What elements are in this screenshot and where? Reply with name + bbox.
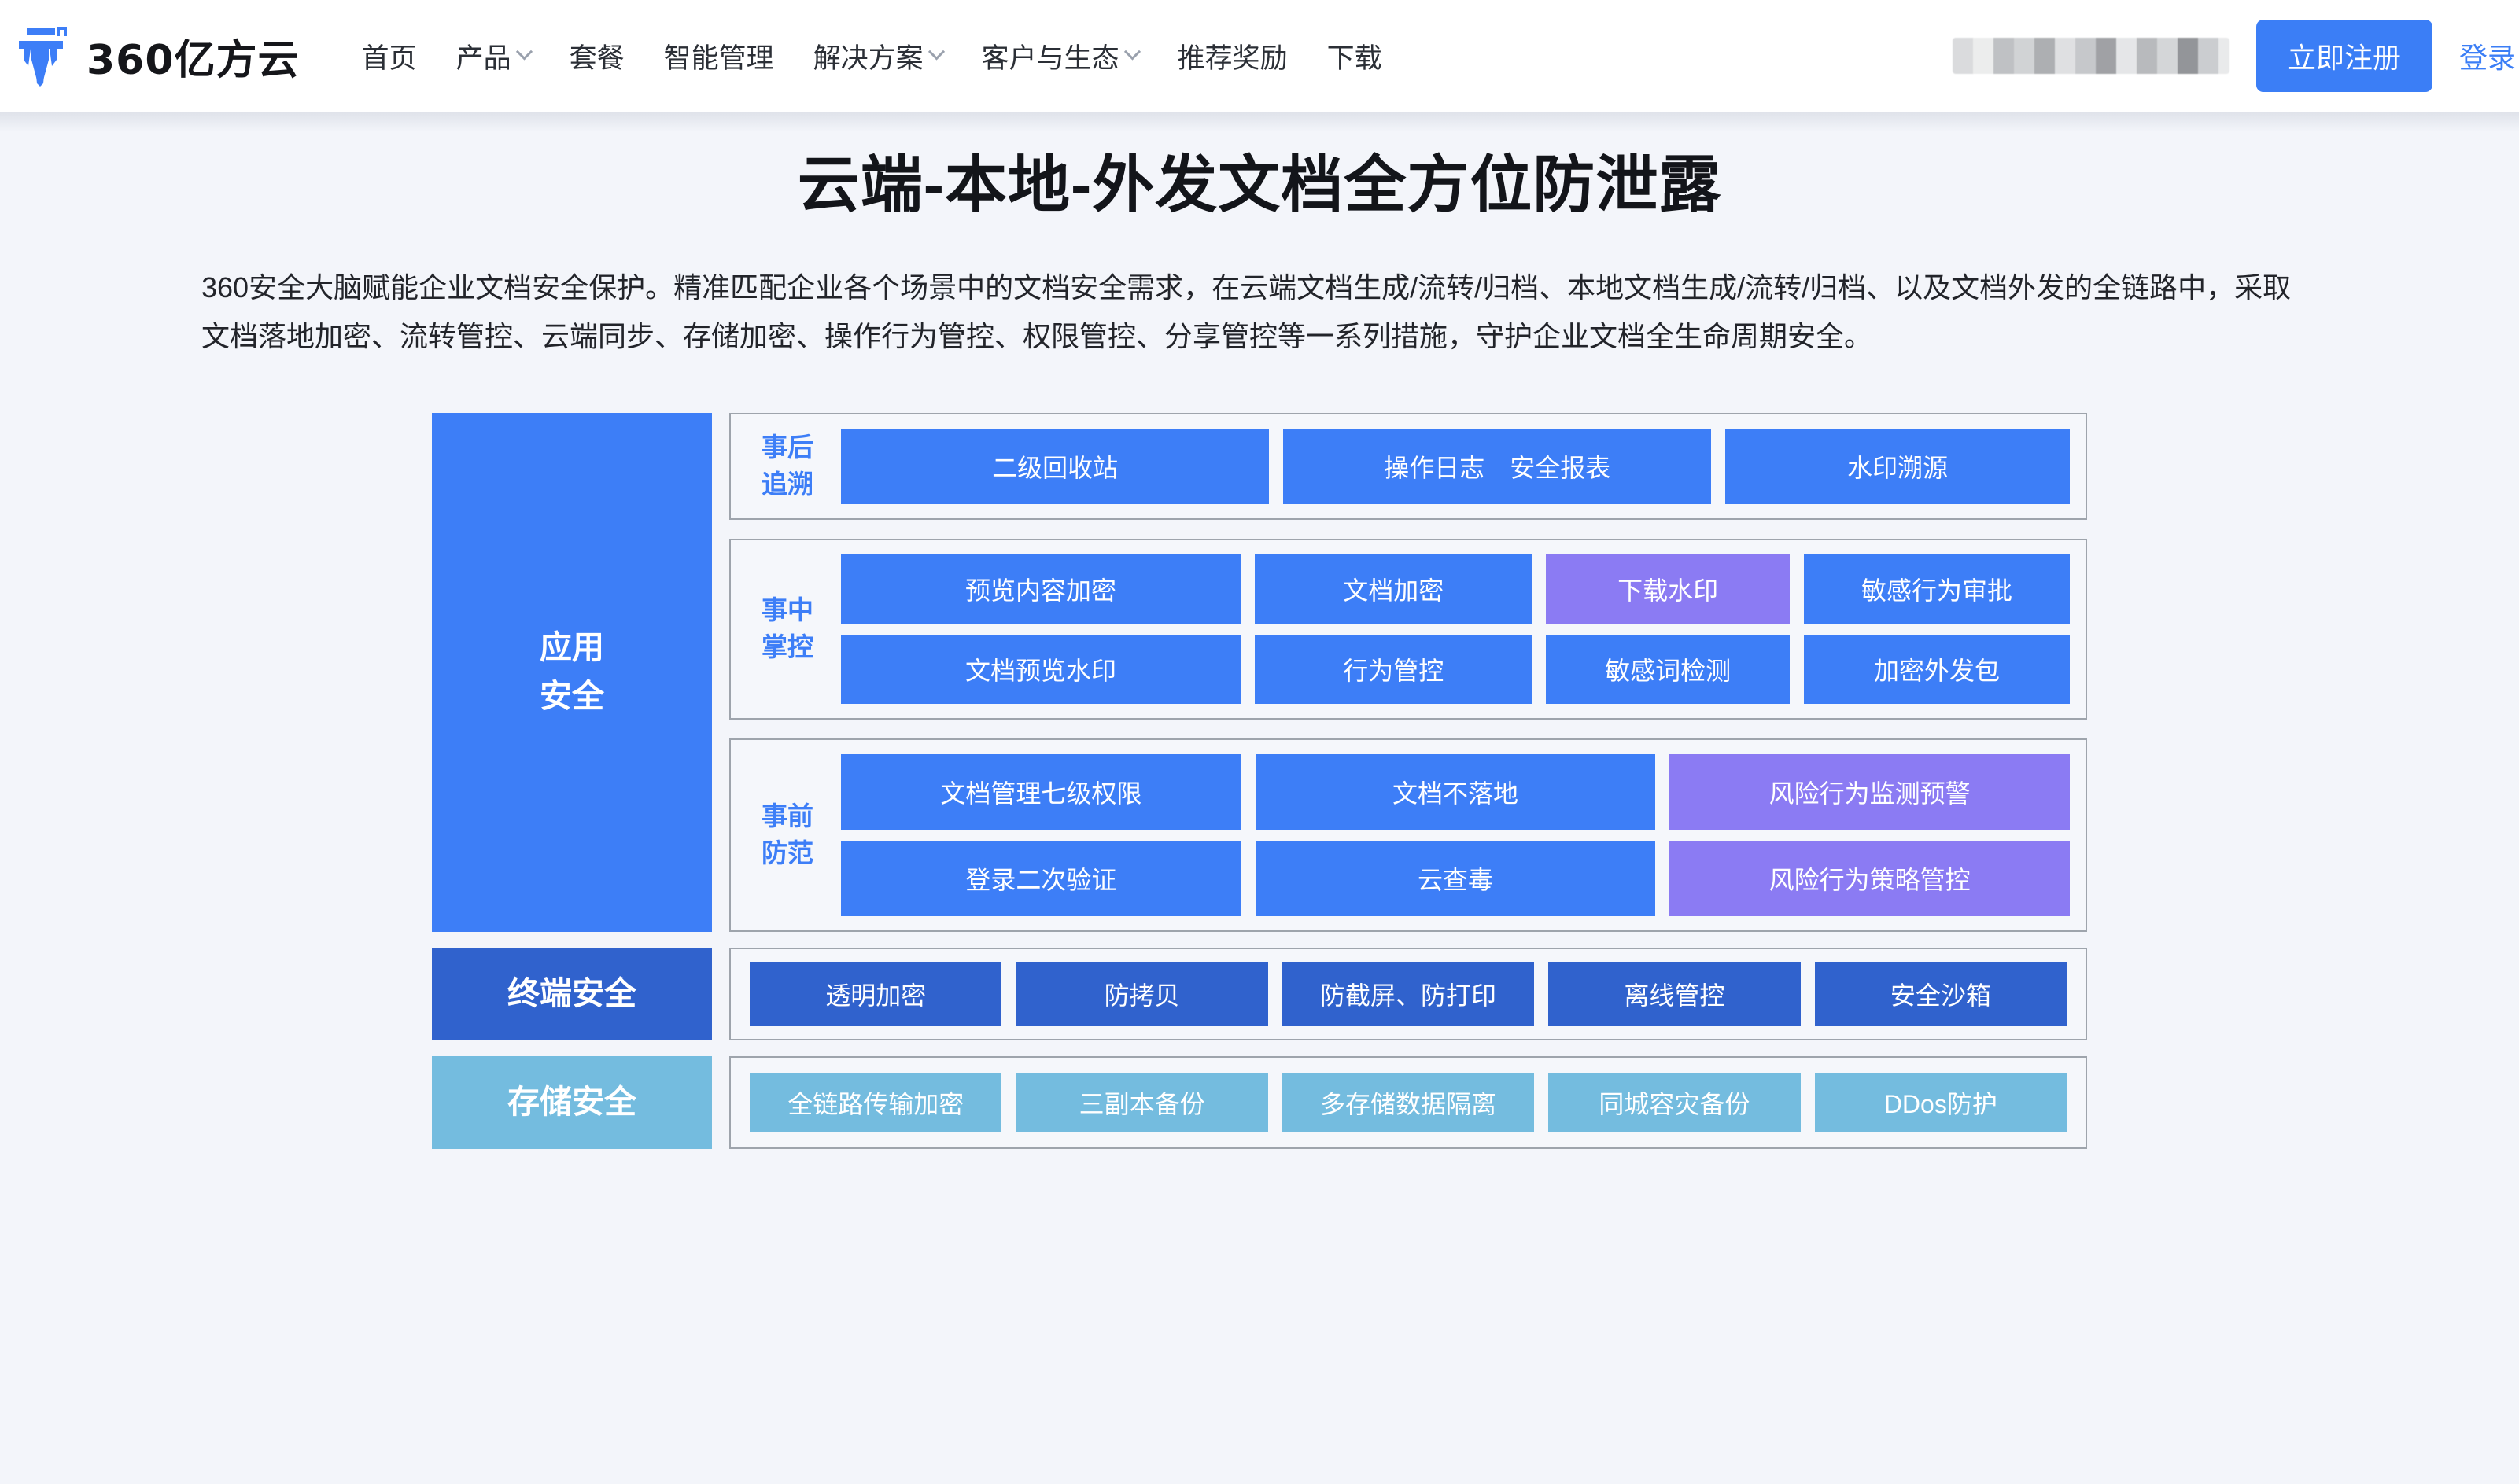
hero-section: 云端-本地-外发文档全方位防泄露 360安全大脑赋能企业文档安全保护。精准匹配企… xyxy=(0,112,2519,361)
hero-description: 360安全大脑赋能企业文档安全保护。精准匹配企业各个场景中的文档安全需求，在云端… xyxy=(201,271,2292,352)
redacted-account-info xyxy=(1952,38,2229,74)
feature-cell-preview-content-encryption[interactable]: 预览内容加密 xyxy=(841,554,1241,624)
band-label-terminal-security: 终端安全 xyxy=(432,947,712,1040)
group-label-line1: 事后 xyxy=(762,433,813,462)
nav-label: 解决方案 xyxy=(813,42,924,74)
feature-cell-sensitive-word-detection[interactable]: 敏感词检测 xyxy=(1546,634,1790,704)
feature-cell-risk-behavior-monitoring-alert[interactable]: 风险行为监测预警 xyxy=(1669,753,2071,830)
group-label-line1: 事中 xyxy=(762,595,813,625)
chevron-down-icon xyxy=(1123,42,1141,60)
chevron-down-icon xyxy=(515,42,533,60)
feature-cell-ddos-protection[interactable]: DDos防护 xyxy=(1814,1072,2067,1132)
band-label-storage-security: 存储安全 xyxy=(432,1055,712,1149)
main-nav: 首页 产品 套餐 智能管理 解决方案 客户与生态 推荐奖励 下载 xyxy=(342,36,1402,76)
chevron-down-icon xyxy=(928,42,945,60)
feature-cell-recycle-bin[interactable]: 二级回收站 xyxy=(841,428,1270,504)
feature-cell-same-city-disaster-backup[interactable]: 同城容灾备份 xyxy=(1548,1072,1801,1132)
feature-cell-operation-log-security-report[interactable]: 操作日志 安全报表 xyxy=(1283,428,1712,504)
feature-cell-encrypted-outbound-package[interactable]: 加密外发包 xyxy=(1803,634,2070,704)
nav-item-plans[interactable]: 套餐 xyxy=(550,36,644,76)
group-rows: 文档管理七级权限 文档不落地 风险行为监测预警 登录二次验证 云查毒 风险行为策… xyxy=(841,753,2071,916)
group-pre-incident-prevention: 事前 防范 文档管理七级权限 文档不落地 风险行为监测预警 登录二次验证 云查毒… xyxy=(729,738,2087,932)
band-label-application-security: 应用 安全 xyxy=(432,412,712,932)
feature-cell-offline-control[interactable]: 离线管控 xyxy=(1548,961,1801,1026)
nav-label: 首页 xyxy=(361,42,417,74)
nav-label: 推荐奖励 xyxy=(1177,42,1288,74)
storage-security-features: 全链路传输加密 三副本备份 多存储数据隔离 同城容灾备份 DDos防护 xyxy=(729,1055,2087,1149)
group-label-line1: 事前 xyxy=(762,801,813,831)
feature-cell-no-local-document[interactable]: 文档不落地 xyxy=(1255,753,1656,830)
nav-item-home[interactable]: 首页 xyxy=(342,36,437,76)
band-terminal-security: 终端安全 透明加密 防拷贝 防截屏、防打印 离线管控 安全沙箱 xyxy=(432,947,2087,1040)
terminal-security-features: 透明加密 防拷贝 防截屏、防打印 离线管控 安全沙箱 xyxy=(729,947,2087,1040)
nav-label: 客户与生态 xyxy=(981,42,1119,74)
brand-name: 360亿方云 xyxy=(87,36,300,84)
feature-cell-watermark-tracing[interactable]: 水印溯源 xyxy=(1725,428,2070,504)
group-post-incident-tracing: 事后 追溯 二级回收站 操作日志 安全报表 水印溯源 xyxy=(729,412,2087,520)
yifangyun-logo-icon xyxy=(17,25,69,87)
feature-row: 文档预览水印 行为管控 敏感词检测 加密外发包 xyxy=(841,634,2070,704)
group-in-incident-control: 事中 掌控 预览内容加密 文档加密 下载水印 敏感行为审批 文档预览水印 行为管… xyxy=(729,538,2087,720)
feature-cell-sensitive-behavior-approval[interactable]: 敏感行为审批 xyxy=(1803,554,2070,624)
nav-label: 套餐 xyxy=(569,42,625,74)
feature-cell-full-link-transmission-encryption[interactable]: 全链路传输加密 xyxy=(750,1072,1002,1132)
feature-row: 文档管理七级权限 文档不落地 风险行为监测预警 xyxy=(841,753,2071,830)
group-label-post-incident-tracing: 事后 追溯 xyxy=(747,429,828,504)
nav-item-smart-management[interactable]: 智能管理 xyxy=(644,36,794,76)
feature-cell-download-watermark[interactable]: 下载水印 xyxy=(1546,554,1790,624)
feature-cell-multi-storage-data-isolation[interactable]: 多存储数据隔离 xyxy=(1282,1072,1535,1132)
group-label-in-incident-control: 事中 掌控 xyxy=(747,554,828,704)
feature-cell-document-preview-watermark[interactable]: 文档预览水印 xyxy=(841,634,1241,704)
feature-cell-login-two-factor[interactable]: 登录二次验证 xyxy=(841,840,1241,916)
feature-cell-seven-level-permissions[interactable]: 文档管理七级权限 xyxy=(841,753,1241,830)
nav-item-download[interactable]: 下载 xyxy=(1307,36,1402,76)
band-label-line1: 应用 xyxy=(540,629,604,666)
feature-row: 登录二次验证 云查毒 风险行为策略管控 xyxy=(841,840,2071,916)
page-title: 云端-本地-外发文档全方位防泄露 xyxy=(797,149,1722,219)
nav-label: 智能管理 xyxy=(663,42,774,74)
nav-item-solutions[interactable]: 解决方案 xyxy=(794,36,962,76)
band-body-application-security: 事后 追溯 二级回收站 操作日志 安全报表 水印溯源 事中 xyxy=(729,412,2087,932)
feature-cell-security-sandbox[interactable]: 安全沙箱 xyxy=(1814,961,2067,1026)
group-label-line2: 防范 xyxy=(762,838,813,867)
feature-cell-risk-behavior-policy-control[interactable]: 风险行为策略管控 xyxy=(1669,840,2071,916)
group-label-pre-incident-prevention: 事前 防范 xyxy=(747,754,828,916)
brand-logo[interactable]: 360亿方云 xyxy=(17,25,300,87)
band-storage-security: 存储安全 全链路传输加密 三副本备份 多存储数据隔离 同城容灾备份 DDos防护 xyxy=(432,1055,2087,1149)
nav-item-customers-ecosystem[interactable]: 客户与生态 xyxy=(962,36,1158,76)
feature-cell-cloud-antivirus[interactable]: 云查毒 xyxy=(1255,840,1656,916)
feature-cell-triple-replica-backup[interactable]: 三副本备份 xyxy=(1016,1072,1268,1132)
feature-cell-behavior-control[interactable]: 行为管控 xyxy=(1255,634,1532,704)
group-label-line2: 追溯 xyxy=(762,469,813,499)
feature-cell-transparent-encryption[interactable]: 透明加密 xyxy=(750,961,1002,1026)
nav-label: 产品 xyxy=(455,42,511,74)
security-architecture-diagram: 应用 安全 事后 追溯 二级回收站 操作日志 安全报表 水印溯源 xyxy=(432,412,2087,1149)
group-label-line2: 掌控 xyxy=(762,632,813,661)
header-actions: 立即注册 登录 xyxy=(1952,20,2519,92)
band-application-security: 应用 安全 事后 追溯 二级回收站 操作日志 安全报表 水印溯源 xyxy=(432,412,2087,932)
feature-cell-anti-copy[interactable]: 防拷贝 xyxy=(1016,961,1268,1026)
feature-row: 二级回收站 操作日志 安全报表 水印溯源 xyxy=(841,428,2070,504)
login-link[interactable]: 登录 xyxy=(2458,42,2516,74)
group-rows: 预览内容加密 文档加密 下载水印 敏感行为审批 文档预览水印 行为管控 敏感词检… xyxy=(841,554,2070,704)
register-button[interactable]: 立即注册 xyxy=(2255,20,2432,92)
feature-cell-anti-screenshot-anti-print[interactable]: 防截屏、防打印 xyxy=(1282,961,1535,1026)
nav-label: 下载 xyxy=(1326,42,1382,74)
feature-cell-document-encryption[interactable]: 文档加密 xyxy=(1255,554,1532,624)
header-shadow xyxy=(0,112,2519,132)
nav-item-products[interactable]: 产品 xyxy=(437,36,550,76)
group-rows: 二级回收站 操作日志 安全报表 水印溯源 xyxy=(841,428,2070,504)
site-header: 360亿方云 首页 产品 套餐 智能管理 解决方案 客户与生态 推荐奖励 下载 xyxy=(0,0,2519,112)
band-label-line2: 安全 xyxy=(540,677,604,714)
nav-item-referral-rewards[interactable]: 推荐奖励 xyxy=(1158,36,1307,76)
feature-row: 预览内容加密 文档加密 下载水印 敏感行为审批 xyxy=(841,554,2070,624)
